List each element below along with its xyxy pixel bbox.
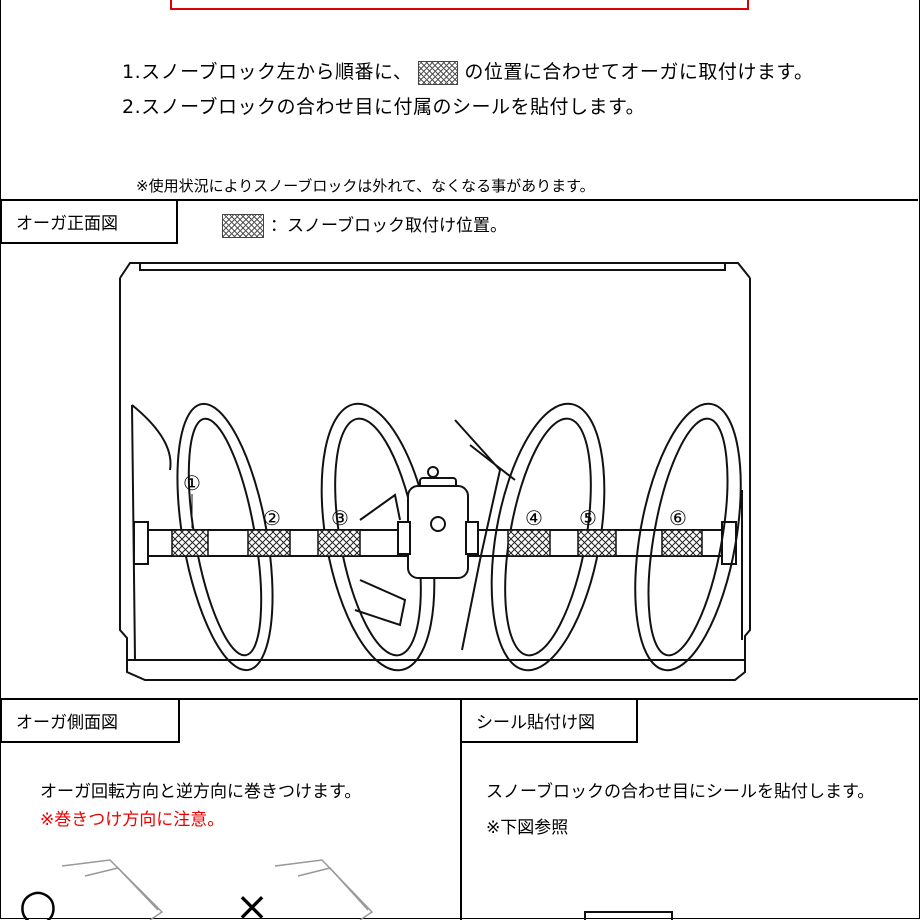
auger-housing [119,262,751,681]
seal-view-title-text: シール貼付け図 [476,713,595,733]
marker-3: ③ [331,506,349,530]
section-divider-1 [0,199,918,201]
side-view-title: オーガ側面図 [0,698,180,743]
warning-box-top [170,0,749,10]
side-view-text: オーガ回転方向と逆方向に巻きつけます。 [40,782,362,802]
seal-view-text: スノーブロックの合わせ目にシールを貼付します。 [486,782,875,802]
seal-drawing-partial [584,911,673,920]
snow-block-5 [577,529,617,557]
side-view-blade-ng [274,859,374,920]
snow-block-positions [171,529,703,557]
marker-2: ② [263,506,281,530]
side-view-blade-ok [61,859,164,920]
snow-block-1 [171,529,209,557]
snow-block-6 [661,529,703,557]
front-view-title: オーガ正面図 [0,199,178,244]
legend-hatch-swatch [222,214,264,238]
bottom-drawings: ○ × [19,859,673,920]
ok-symbol: ○ [19,880,57,920]
marker-1: ① [183,471,201,495]
front-view-legend: ：スノーブロック取付け位置。 [222,211,507,238]
gearbox [397,466,479,579]
instruction-line-1: 1.スノーブロック左から順番に、 の位置に合わせてオーガに取付けます。 [122,57,814,85]
auger-front-drawing: ① ② ③ ④ ⑤ ⑥ [119,262,751,681]
marker-5: ⑤ [579,506,597,530]
marker-4: ④ [525,506,543,530]
instruction-line-2: 2.スノーブロックの合わせ目に付属のシールを貼付します。 [122,96,646,118]
snow-block-2 [247,529,291,557]
instruction-line-1-end: の位置に合わせてオーガに取付けます。 [464,61,814,83]
section-divider-vertical [460,698,462,920]
front-view-title-text: オーガ正面図 [16,214,118,234]
auger-blades [131,402,743,672]
section-divider-2 [0,698,918,700]
seal-view-title: シール貼付け図 [460,698,638,743]
ng-symbol: × [235,884,269,920]
marker-6: ⑥ [669,506,687,530]
side-view-warning: ※巻きつけ方向に注意。 [40,810,225,830]
instruction-line-1-start: 1.スノーブロック左から順番に、 [122,61,413,83]
legend-text: ：スノーブロック取付け位置。 [270,216,507,236]
seal-view-ref: ※下図参照 [486,818,569,838]
usage-note: ※使用状況によりスノーブロックは外れて、なくなる事があります。 [136,177,595,195]
hatch-swatch [418,60,459,85]
snow-block-4 [507,529,551,557]
snow-block-3 [317,529,361,557]
side-view-title-text: オーガ側面図 [16,713,118,733]
